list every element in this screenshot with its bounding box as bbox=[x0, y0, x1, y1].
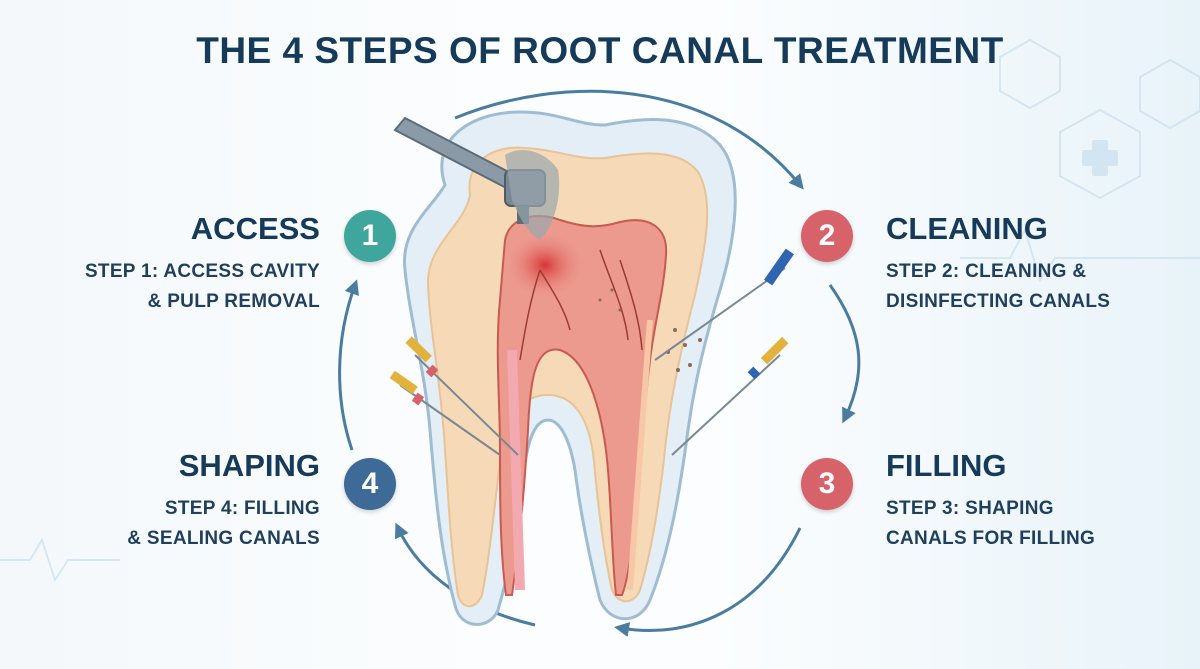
endodontic-file-icon bbox=[671, 336, 789, 456]
heartbeat-line bbox=[960, 227, 1200, 283]
cycle-arrow-icon bbox=[828, 284, 861, 424]
tooth-cross-section-icon bbox=[402, 110, 737, 626]
heartbeat-line bbox=[0, 537, 120, 583]
hexagon-decoration bbox=[1059, 108, 1141, 200]
step-1-description: STEP 1: ACCESS CAVITY & PULP REMOVAL bbox=[84, 261, 320, 312]
step-4-badge: 4 bbox=[344, 458, 396, 510]
endodontic-file-icon bbox=[389, 370, 501, 456]
step-2-badge: 2 bbox=[801, 210, 853, 262]
step-2-description: STEP 2: CLEANING & DISINFECTING CANALS bbox=[886, 261, 1111, 312]
step-3-description: STEP 3: SHAPING CANALS FOR FILLING bbox=[886, 498, 1096, 549]
step-4-title: SHAPING bbox=[178, 448, 320, 483]
cycle-arrow-icon bbox=[454, 89, 804, 190]
step-3-title: FILLING bbox=[886, 448, 1007, 483]
cycle-arrow-icon bbox=[338, 279, 359, 451]
obturation-canal bbox=[507, 349, 525, 591]
cycle-arrow-icon bbox=[614, 527, 802, 637]
cycle-arrows bbox=[338, 89, 861, 637]
step-3-badge: 3 bbox=[801, 458, 853, 510]
step-1-title: ACCESS bbox=[190, 211, 320, 246]
cleaned-canal bbox=[627, 319, 653, 591]
hexagon-decoration bbox=[999, 38, 1061, 110]
step-2-title: CLEANING bbox=[886, 211, 1048, 246]
medical-cross-icon bbox=[1082, 150, 1118, 166]
step-4-description: STEP 4: FILLING & SEALING CANALS bbox=[127, 498, 320, 549]
tooth-pulp bbox=[496, 215, 668, 596]
endodontic-file-icon bbox=[654, 248, 794, 361]
hexagon-decoration bbox=[1139, 58, 1200, 130]
inflamed-pulp-area bbox=[507, 233, 583, 297]
page-title: THE 4 STEPS OF ROOT CANAL TREATMENT bbox=[196, 30, 1004, 71]
dental-drill-icon bbox=[393, 116, 560, 240]
endodontic-file-icon bbox=[405, 336, 519, 456]
nerve-branches bbox=[519, 249, 643, 361]
step-1-badge: 1 bbox=[344, 210, 396, 262]
